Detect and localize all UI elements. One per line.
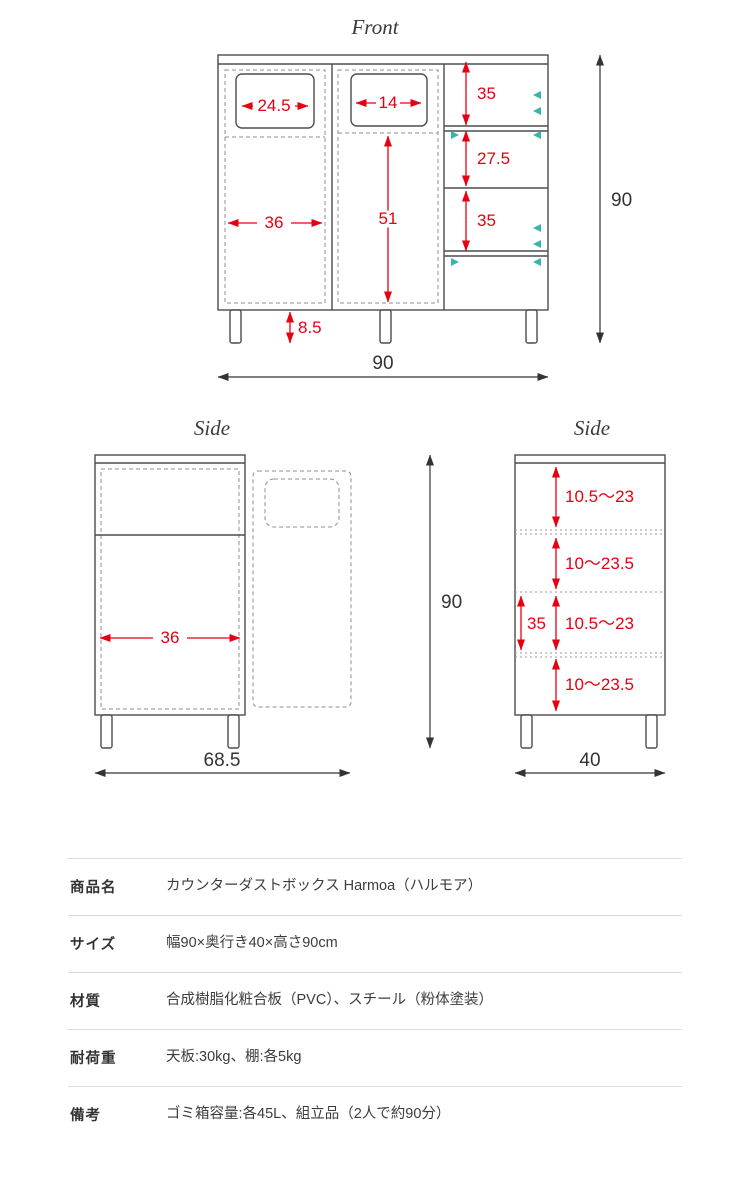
side-left-drawing bbox=[94, 454, 352, 749]
dim-total-height: 90 bbox=[611, 190, 632, 211]
dim-right-mid-height: 27.5 bbox=[477, 149, 510, 168]
side-views-diagram: Side Side bbox=[94, 416, 666, 777]
dim-shelf3-range: 10.5〜23 bbox=[565, 614, 634, 633]
dim-flap-left-width: 24.5 bbox=[257, 96, 290, 115]
front-overall-dimensions: 90 90 bbox=[217, 54, 632, 381]
side-right-title: Side bbox=[574, 416, 610, 440]
side-overall-dimensions: 68.5 90 40 bbox=[94, 454, 666, 777]
spec-value: 幅90×奥行き40×高さ90cm bbox=[166, 935, 338, 952]
spec-label: 備考 bbox=[70, 1108, 101, 1125]
dim-right-low-height: 35 bbox=[477, 211, 496, 230]
dim-drawer-height: 35 bbox=[527, 614, 546, 633]
dim-flap-mid-width: 14 bbox=[379, 93, 398, 112]
dim-left-door-width: 36 bbox=[265, 213, 284, 232]
dim-shelf2-range: 10〜23.5 bbox=[565, 554, 634, 573]
side-red-dimensions: 36 10.5〜23 10〜23.5 35 10.5〜23 10〜23.5 bbox=[99, 466, 634, 712]
dim-total-width: 90 bbox=[372, 353, 393, 374]
spec-row-load-capacity: 耐荷重 天板:30kg、棚:各5kg bbox=[68, 1029, 682, 1086]
shelf-pin-icons bbox=[451, 91, 541, 266]
spec-value: ゴミ箱容量:各45L、組立品（2人で約90分） bbox=[166, 1106, 451, 1123]
dim-right-top-height: 35 bbox=[477, 84, 496, 103]
dim-mid-door-height: 51 bbox=[379, 209, 398, 228]
dim-side-total-depth-open: 68.5 bbox=[204, 750, 241, 771]
spec-value: 天板:30kg、棚:各5kg bbox=[166, 1049, 302, 1066]
spec-row-notes: 備考 ゴミ箱容量:各45L、組立品（2人で約90分） bbox=[68, 1086, 682, 1143]
dim-side-total-height: 90 bbox=[441, 592, 462, 613]
front-red-dimensions: 24.5 14 35 27.5 35 51 36 8.5 bbox=[227, 61, 510, 344]
dim-shelf1-range: 10.5〜23 bbox=[565, 487, 634, 506]
spec-row-material: 材質 合成樹脂化粧合板（PVC）、スチール（粉体塗装） bbox=[68, 972, 682, 1029]
dim-leg-height: 8.5 bbox=[298, 318, 322, 337]
spec-row-product-name: 商品名 カウンターダストボックス Harmoa（ハルモア） bbox=[68, 858, 682, 915]
spec-label: 耐荷重 bbox=[70, 1051, 117, 1068]
dim-side-inner-width: 36 bbox=[161, 628, 180, 647]
product-spec-table: 商品名 カウンターダストボックス Harmoa（ハルモア） サイズ 幅90×奥行… bbox=[68, 858, 682, 1143]
spec-label: サイズ bbox=[70, 937, 117, 954]
side-left-title: Side bbox=[194, 416, 230, 440]
spec-value: 合成樹脂化粧合板（PVC）、スチール（粉体塗装） bbox=[166, 992, 494, 1009]
spec-label: 商品名 bbox=[70, 880, 117, 896]
side-right-drawing bbox=[514, 454, 666, 749]
spec-value: カウンターダストボックス Harmoa（ハルモア） bbox=[166, 878, 483, 894]
spec-row-size: サイズ 幅90×奥行き40×高さ90cm bbox=[68, 915, 682, 972]
dim-side-total-depth: 40 bbox=[579, 750, 600, 771]
dim-shelf4-range: 10〜23.5 bbox=[565, 675, 634, 694]
spec-label: 材質 bbox=[70, 994, 101, 1011]
front-view-title: Front bbox=[350, 15, 399, 39]
front-view-diagram: Front bbox=[217, 15, 632, 381]
